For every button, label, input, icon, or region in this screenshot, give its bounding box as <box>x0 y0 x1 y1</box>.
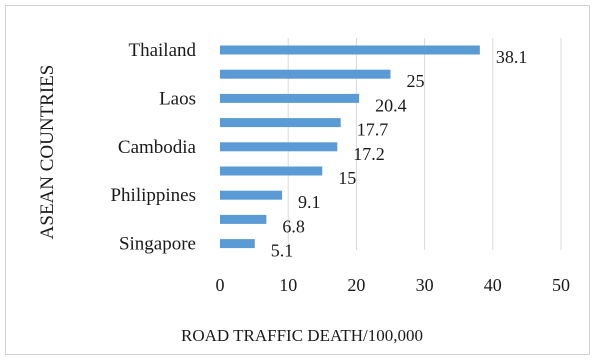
bar <box>220 93 360 103</box>
data-label: 9.1 <box>298 192 321 212</box>
x-axis-title: ROAD TRAFFIC DEATH/100,000 <box>181 326 423 345</box>
category-label: Laos <box>159 88 196 109</box>
bar <box>220 142 338 152</box>
data-label: 15 <box>338 168 356 188</box>
bar <box>220 190 283 200</box>
x-tick-label: 30 <box>416 275 434 295</box>
x-tick-label: 40 <box>484 275 502 295</box>
category-label: Thailand <box>128 40 196 61</box>
bar <box>220 45 480 55</box>
bar <box>220 166 323 176</box>
category-label: Singapore <box>119 234 196 255</box>
bar <box>220 239 255 249</box>
bar <box>220 118 341 128</box>
x-tick-labels: 0 10 20 30 40 50 <box>216 275 571 295</box>
category-label: Cambodia <box>118 137 197 158</box>
x-tick-label: 0 <box>216 275 225 295</box>
data-label: 38.1 <box>496 47 528 67</box>
category-label: Philippines <box>110 185 196 206</box>
data-label: 25 <box>407 71 425 91</box>
data-label: 20.4 <box>375 95 407 115</box>
x-tick-label: 10 <box>279 275 297 295</box>
x-tick-label: 20 <box>347 275 365 295</box>
data-label: 17.2 <box>353 144 385 164</box>
x-tick-label: 50 <box>552 275 570 295</box>
bar <box>220 214 267 224</box>
data-label: 6.8 <box>282 216 305 236</box>
y-axis-title: ASEAN COUNTRIES <box>37 65 58 240</box>
data-label: 5.1 <box>271 241 294 261</box>
bar <box>220 69 391 79</box>
bars <box>220 45 480 249</box>
data-label: 17.7 <box>357 120 389 140</box>
